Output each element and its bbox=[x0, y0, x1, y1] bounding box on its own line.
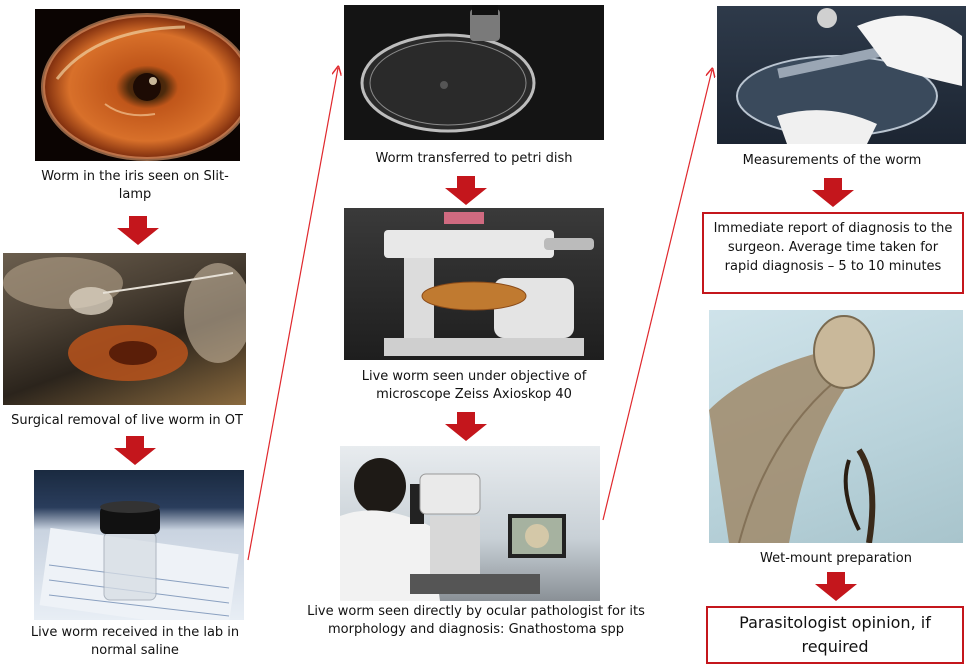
diagnosis-report-text: Immediate report of diagnosis to the sur… bbox=[714, 221, 953, 274]
down-arrow-icon bbox=[443, 412, 489, 442]
caption-received: Live worm received in the lab in normal … bbox=[20, 624, 250, 660]
diagnosis-report-box: Immediate report of diagnosis to the sur… bbox=[702, 212, 964, 294]
parasitologist-box: Parasitologist opinion, if required bbox=[706, 606, 964, 664]
surgery-photo bbox=[3, 253, 246, 405]
measurement-photo bbox=[717, 6, 966, 144]
caption-microscope: Live worm seen under objective of micros… bbox=[356, 368, 592, 404]
microscope-photo bbox=[344, 208, 604, 360]
wet-mount-photo bbox=[709, 310, 963, 543]
down-arrow-icon bbox=[810, 178, 856, 208]
caption-surgical-removal: Surgical removal of live worm in OT bbox=[2, 412, 252, 430]
down-arrow-icon bbox=[115, 216, 161, 246]
parasitologist-text: Parasitologist opinion, if required bbox=[739, 613, 931, 656]
caption-pathologist: Live worm seen directly by ocular pathol… bbox=[290, 603, 662, 639]
down-arrow-icon bbox=[443, 176, 489, 206]
caption-slit-lamp: Worm in the iris seen on Slit-lamp bbox=[40, 168, 230, 204]
sample-bottle-photo bbox=[34, 470, 244, 620]
down-arrow-icon bbox=[813, 572, 859, 602]
down-arrow-icon bbox=[112, 436, 158, 466]
caption-wet-mount: Wet-mount preparation bbox=[709, 550, 963, 568]
caption-petri-dish: Worm transferred to petri dish bbox=[344, 150, 604, 168]
slit-lamp-eye-photo bbox=[35, 9, 240, 161]
caption-measurements: Measurements of the worm bbox=[717, 152, 947, 170]
connector-arrow-1 bbox=[248, 68, 338, 560]
petri-dish-photo bbox=[344, 5, 604, 140]
connector-arrow-2 bbox=[603, 70, 712, 520]
pathologist-photo bbox=[340, 446, 600, 601]
